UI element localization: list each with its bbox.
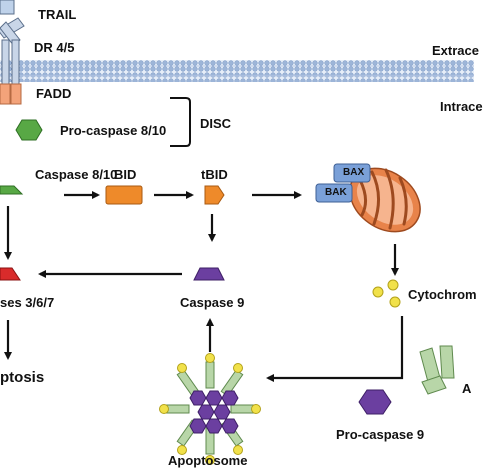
apoptosis-label: ptosis — [0, 369, 45, 386]
caspase-9-shape — [193, 267, 225, 281]
pathway-arrows — [4, 191, 404, 382]
caspase-3-6-7-shape — [0, 267, 21, 281]
apaf1-label: A — [462, 381, 472, 396]
apoptosome-label: Apoptosome — [168, 453, 248, 468]
cytochrome-c-dots — [372, 279, 401, 308]
disc-bracket — [170, 97, 191, 147]
bak-box — [315, 183, 353, 203]
tbid-label: tBID — [201, 167, 228, 182]
bid-label: BID — [114, 167, 137, 182]
procaspase-8-10-shape — [15, 119, 43, 141]
trail-receptor-complex — [0, 0, 25, 105]
apaf1-shape — [419, 345, 455, 395]
bax-label: BAX — [343, 167, 365, 178]
arrow-cytochrome-to-apoptosome — [266, 316, 404, 382]
caspase-9-label: Caspase 9 — [180, 295, 245, 310]
intracellular-label: Intrace — [440, 99, 483, 114]
mitochondrion — [349, 167, 421, 233]
caspase-8-10-shape — [0, 185, 24, 195]
dr45-label: DR 4/5 — [34, 40, 75, 55]
cytochrome-c-label: Cytochrom — [408, 287, 477, 302]
extracellular-label: Extrace — [432, 43, 479, 58]
procaspase-9-label: Pro-caspase 9 — [336, 427, 425, 442]
bax-box — [333, 163, 371, 183]
caspases-3-6-7-label: ses 3/6/7 — [0, 295, 55, 310]
cell-membrane — [0, 60, 474, 82]
apoptosome — [159, 353, 261, 465]
trail-label: TRAIL — [38, 7, 77, 22]
bak-label: BAK — [325, 187, 347, 198]
tbid-shape — [204, 185, 225, 205]
fadd-label: FADD — [36, 86, 72, 101]
caspase-8-10-label: Caspase 8/10 — [35, 167, 118, 182]
procaspase-9-shape — [358, 389, 392, 415]
procaspase-8-10-label: Pro-caspase 8/10 — [60, 123, 167, 138]
bid-shape — [105, 185, 143, 205]
disc-label: DISC — [200, 116, 232, 131]
